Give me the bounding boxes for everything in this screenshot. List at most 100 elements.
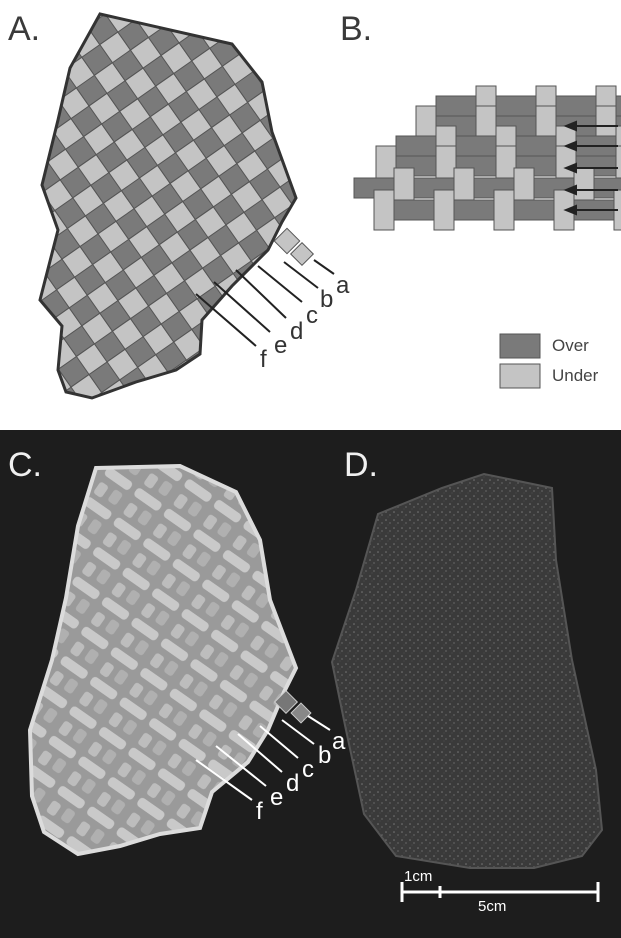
weave-element xyxy=(489,230,538,273)
weave-element xyxy=(478,292,527,335)
weave-element xyxy=(237,407,286,430)
weave-element xyxy=(248,346,297,389)
weave-element xyxy=(471,255,514,304)
weave-element xyxy=(258,28,301,77)
weave-element xyxy=(132,385,175,430)
weave-element xyxy=(520,236,569,279)
photo-canvas xyxy=(0,430,621,938)
weave-element xyxy=(66,405,109,430)
weave-element xyxy=(453,255,502,298)
weave-element xyxy=(4,113,53,156)
weave-element xyxy=(386,275,435,318)
weave-element xyxy=(305,198,354,241)
weave-element xyxy=(388,367,431,416)
weave-element xyxy=(145,391,194,430)
weave-element xyxy=(381,306,430,349)
weave-element xyxy=(376,81,419,130)
weave-element xyxy=(417,281,466,324)
weave-element xyxy=(10,83,59,126)
weave-element xyxy=(298,418,347,430)
weave-element xyxy=(123,0,172,19)
weave-element xyxy=(300,0,343,21)
weave-element xyxy=(0,389,17,430)
weave-element xyxy=(0,169,12,212)
weave-element xyxy=(296,351,339,400)
weave-element xyxy=(0,0,13,23)
photo-row-label-e: e xyxy=(270,784,283,812)
weave-element xyxy=(0,138,17,181)
weave-element xyxy=(15,333,58,382)
weave-element xyxy=(0,0,44,28)
panel-label-d: D. xyxy=(344,448,378,482)
weave-element xyxy=(368,301,411,350)
weave-element xyxy=(322,387,365,430)
weave-element xyxy=(0,108,22,151)
photo-row-label-d: d xyxy=(286,770,299,798)
weave-element xyxy=(62,0,111,9)
weave-element xyxy=(251,0,300,10)
weave-element xyxy=(0,230,1,273)
weave-element xyxy=(17,400,66,430)
weave-element xyxy=(314,70,357,119)
weave-element xyxy=(264,0,307,46)
row-arrow xyxy=(308,716,330,730)
legend-under-swatch xyxy=(500,364,540,388)
weave-element xyxy=(320,39,363,88)
weave-element xyxy=(199,365,242,414)
weave-element xyxy=(363,50,412,93)
weave-element xyxy=(514,266,563,309)
weave-element xyxy=(239,0,282,10)
weave-element xyxy=(365,398,414,430)
weave-element xyxy=(6,205,49,254)
weave-element xyxy=(203,0,246,36)
weave-element xyxy=(0,292,3,341)
scale-label-1cm: 1cm xyxy=(404,868,432,885)
photo-row-label-a: a xyxy=(332,728,345,756)
weave-element xyxy=(0,328,28,377)
weave-element xyxy=(394,337,437,386)
row-arrow xyxy=(282,720,314,744)
row-arrow xyxy=(314,260,334,274)
weave-element xyxy=(430,311,473,360)
weave-element xyxy=(370,367,419,410)
weave-element xyxy=(0,41,3,84)
weave-element xyxy=(3,46,46,95)
weave-element xyxy=(374,270,417,319)
weave-element xyxy=(0,420,12,430)
weave-element xyxy=(0,266,39,315)
weave-element xyxy=(379,239,422,288)
weave-element xyxy=(340,362,389,405)
weave-element xyxy=(127,416,170,430)
legend-under-label: Under xyxy=(552,366,598,386)
weave-element xyxy=(0,236,31,279)
weave-element xyxy=(31,0,80,3)
weave-element xyxy=(0,138,30,187)
weave-element xyxy=(114,385,163,428)
photo-row-label-c: c xyxy=(302,756,314,784)
weave-element xyxy=(35,400,78,430)
weave-element xyxy=(10,364,53,413)
weave-element xyxy=(212,371,261,414)
weave-element xyxy=(383,398,426,430)
weave-element xyxy=(496,292,539,341)
weave-element xyxy=(419,373,462,422)
row-arrow xyxy=(196,294,256,346)
weave-element xyxy=(401,373,450,416)
weave-element xyxy=(286,412,329,430)
weave-element xyxy=(294,3,337,52)
weave-element xyxy=(0,0,26,28)
weave-element xyxy=(80,0,123,14)
weave-element xyxy=(459,225,508,268)
row-arrow xyxy=(260,726,298,758)
weave-element xyxy=(246,0,295,41)
panel-label-c: C. xyxy=(8,448,42,482)
weave-element xyxy=(140,421,189,430)
weave-element xyxy=(255,407,298,430)
weave-element xyxy=(208,0,251,5)
weave-element xyxy=(21,21,70,64)
weave-element xyxy=(235,340,278,389)
row-label-a: a xyxy=(336,272,349,300)
weave-element xyxy=(185,0,234,30)
weave-element xyxy=(44,0,87,39)
weave-element xyxy=(0,266,26,309)
